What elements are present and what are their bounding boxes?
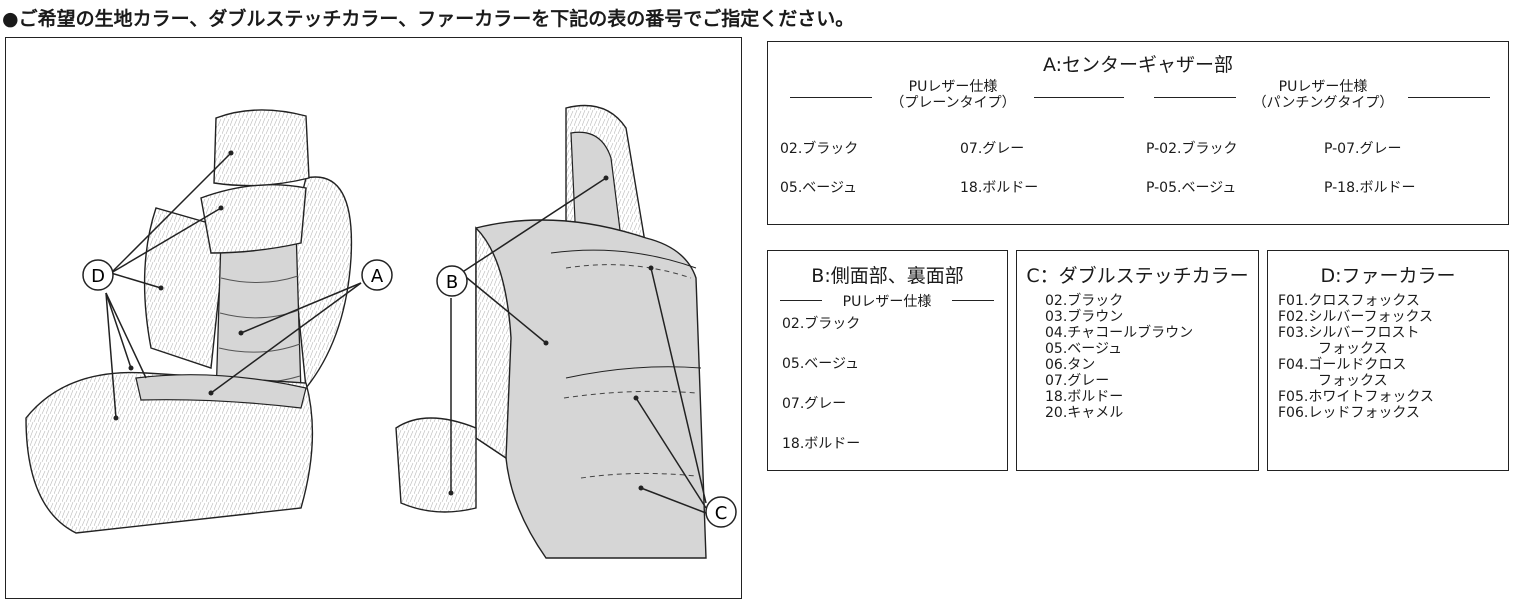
box-fur-color: D:ファーカラー F01.クロスフォックス F02.シルバーフォックス F03.… bbox=[1267, 250, 1509, 471]
box-b-title: B:側面部、裏面部 bbox=[811, 265, 964, 287]
color-option: 07.グレー bbox=[960, 141, 1025, 157]
callout-label-b: B bbox=[436, 265, 468, 297]
svg-text:A: A bbox=[371, 266, 384, 287]
box-c-title: C：ダブルステッチカラー bbox=[1026, 265, 1249, 287]
color-option: F01.クロスフォックス bbox=[1278, 293, 1420, 309]
box-center-gather: A:センターギャザー部 PUレザー仕様（プレーンタイプ） PUレザー仕様（パンチ… bbox=[767, 41, 1509, 225]
color-option: F06.レッドフォックス bbox=[1278, 405, 1420, 421]
divider bbox=[780, 300, 822, 301]
callout-label-c: C bbox=[705, 496, 737, 528]
box-d-title: D:ファーカラー bbox=[1320, 265, 1456, 287]
svg-text:C: C bbox=[715, 503, 728, 524]
leader-lines bbox=[105, 152, 707, 514]
color-option: 02.ブラック bbox=[780, 141, 859, 157]
callout-label-a: A bbox=[361, 259, 393, 291]
color-option: 07.グレー bbox=[782, 396, 847, 412]
punching-type-heading: PUレザー仕様（パンチングタイプ） bbox=[1252, 79, 1394, 111]
svg-text:B: B bbox=[446, 272, 458, 293]
divider bbox=[1034, 97, 1124, 98]
color-option: 02.ブラック bbox=[782, 316, 861, 332]
fur-color-list: F01.クロスフォックス F02.シルバーフォックス F03.シルバーフロスト … bbox=[1278, 293, 1434, 421]
color-option: 05.ベージュ bbox=[782, 356, 860, 372]
divider bbox=[790, 97, 872, 98]
seat-cover-diagram: D A B C bbox=[25, 104, 737, 559]
color-option: 18.ボルドー bbox=[960, 180, 1039, 196]
divider bbox=[1154, 97, 1236, 98]
color-option: 06.タン bbox=[1045, 357, 1096, 373]
callout-label-d: D bbox=[82, 259, 114, 291]
seat-illustration-panel: D A B C bbox=[5, 37, 742, 599]
color-option: F05.ホワイトフォックス bbox=[1278, 389, 1434, 405]
color-option-continued: フォックス bbox=[1318, 341, 1388, 357]
color-option: F04.ゴールドクロス bbox=[1278, 357, 1407, 373]
box-b-subtitle: PUレザー仕様 bbox=[842, 294, 932, 310]
color-option-continued: フォックス bbox=[1318, 373, 1388, 389]
box-double-stitch: C：ダブルステッチカラー 02.ブラック 03.ブラウン 04.チャコールブラウ… bbox=[1016, 250, 1259, 471]
color-option: F03.シルバーフロスト bbox=[1278, 325, 1420, 341]
color-option: 02.ブラック bbox=[1045, 293, 1124, 309]
color-option: 20.キャメル bbox=[1045, 405, 1124, 421]
color-option: P-02.ブラック bbox=[1146, 141, 1238, 157]
box-a-title: A:センターギャザー部 bbox=[1042, 54, 1234, 76]
color-option: 07.グレー bbox=[1045, 373, 1110, 389]
color-option: P-07.グレー bbox=[1324, 141, 1402, 157]
box-side-back: B:側面部、裏面部 PUレザー仕様 02.ブラック 05.ベージュ 07.グレー… bbox=[767, 250, 1008, 471]
plain-type-heading: PUレザー仕様（プレーンタイプ） bbox=[890, 79, 1016, 111]
color-option: 05.ベージュ bbox=[780, 180, 858, 196]
stitch-color-list: 02.ブラック 03.ブラウン 04.チャコールブラウン 05.ベージュ 06.… bbox=[1045, 293, 1193, 421]
color-option: 04.チャコールブラウン bbox=[1045, 325, 1194, 341]
color-option: 18.ボルドー bbox=[1045, 389, 1124, 405]
color-option: P-05.ベージュ bbox=[1146, 180, 1237, 196]
color-option: 05.ベージュ bbox=[1045, 341, 1123, 357]
page-heading: ●ご希望の生地カラー、ダブルステッチカラー、ファーカラーを下記の表の番号でご指定… bbox=[2, 8, 855, 30]
color-option: F02.シルバーフォックス bbox=[1278, 309, 1434, 325]
divider bbox=[1408, 97, 1490, 98]
divider bbox=[952, 300, 994, 301]
front-seat-drawing bbox=[25, 109, 353, 534]
color-option: 18.ボルドー bbox=[782, 436, 861, 452]
svg-text:D: D bbox=[91, 266, 105, 287]
rear-seat-drawing bbox=[395, 104, 707, 559]
color-option: P-18.ボルドー bbox=[1324, 180, 1416, 196]
color-option: 03.ブラウン bbox=[1045, 309, 1124, 325]
